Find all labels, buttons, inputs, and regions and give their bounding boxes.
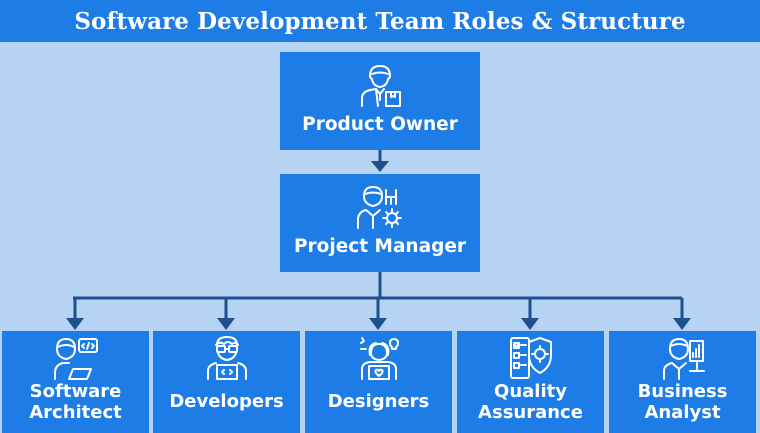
role-box-software-architect: Software Architect bbox=[2, 331, 149, 433]
project-manager-box: Project Manager bbox=[280, 174, 480, 272]
role-label-line1: Software bbox=[29, 381, 122, 402]
product-owner-label: Product Owner bbox=[302, 114, 458, 135]
project-manager-label: Project Manager bbox=[294, 236, 466, 257]
product-owner-icon bbox=[361, 65, 401, 107]
arrowhead-5 bbox=[673, 318, 691, 330]
role-label-line2: Analyst bbox=[644, 402, 721, 424]
business-analyst-icon bbox=[662, 338, 705, 380]
title-bar: Software Development Team Roles & Struct… bbox=[0, 0, 760, 42]
role-box-developers: Developers bbox=[153, 331, 300, 433]
role-box-quality-assurance: Quality Assurance bbox=[457, 331, 604, 433]
product-owner-box: Product Owner bbox=[280, 52, 480, 150]
role-label-line1: Designers bbox=[327, 391, 430, 412]
software-architect-icon bbox=[53, 338, 98, 380]
role-box-designers: Designers bbox=[305, 331, 452, 433]
page-title: Software Development Team Roles & Struct… bbox=[74, 7, 686, 35]
quality-assurance-icon bbox=[509, 337, 552, 379]
role-box-business-analyst: Business Analyst bbox=[609, 331, 756, 433]
role-label-line2: Assurance bbox=[478, 402, 583, 424]
arrowhead-po-to-pm bbox=[371, 161, 389, 172]
developers-icon bbox=[206, 336, 247, 380]
arrowhead-1 bbox=[66, 318, 84, 330]
role-label-line2: Architect bbox=[29, 402, 122, 424]
role-label-line1: Quality bbox=[494, 381, 567, 402]
designers-icon bbox=[359, 337, 399, 380]
arrowhead-3 bbox=[369, 318, 387, 330]
arrowhead-4 bbox=[521, 318, 539, 330]
project-manager-icon bbox=[357, 186, 402, 229]
role-label-line1: Business bbox=[637, 381, 728, 402]
role-label-line1: Developers bbox=[169, 391, 284, 412]
arrowhead-2 bbox=[217, 318, 235, 330]
